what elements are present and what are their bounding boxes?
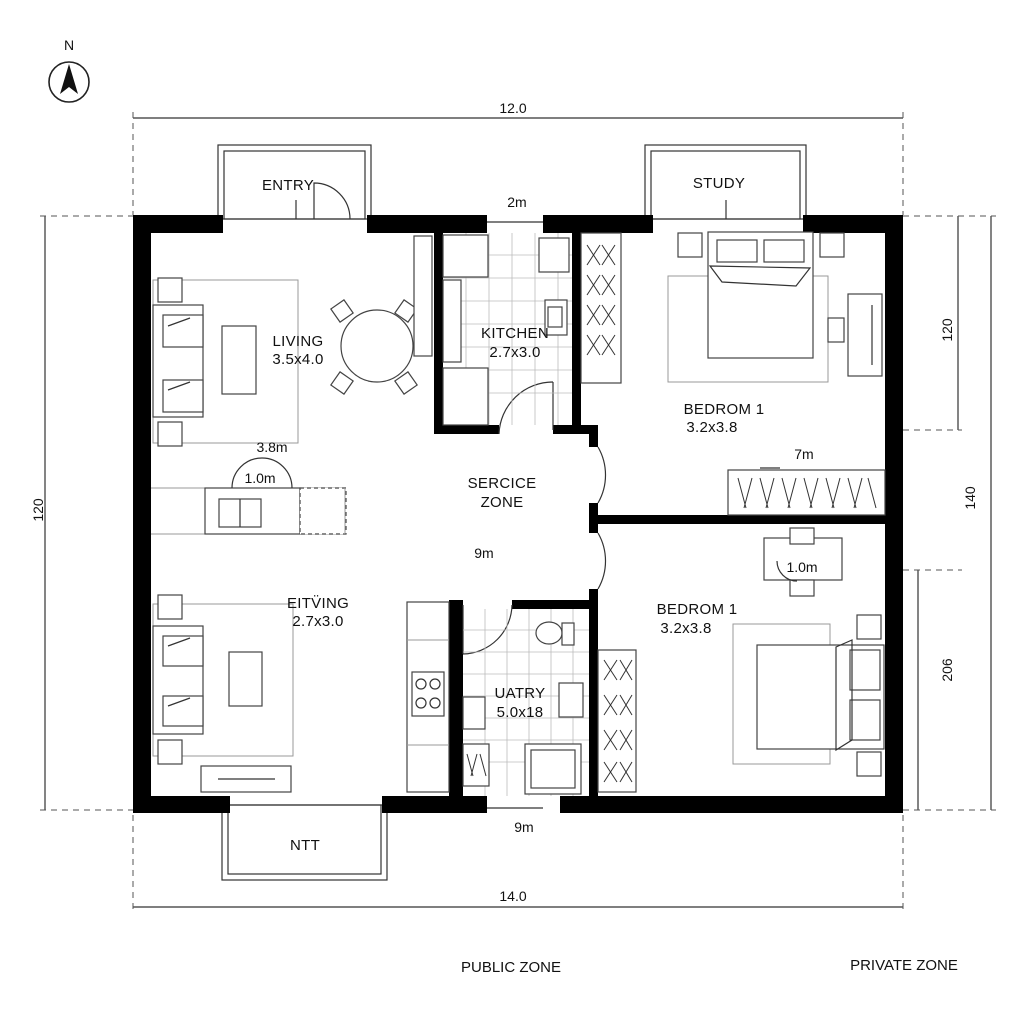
dim-door-living: 1.0m <box>244 470 275 486</box>
interior-walls <box>434 230 889 801</box>
dim-right-upper: 120 <box>939 318 955 342</box>
room-name-utility: UATRY <box>495 685 546 702</box>
north-arrow-icon <box>48 61 90 103</box>
dim-left: 120 <box>30 498 46 522</box>
dim-top-kitchen: 2m <box>507 194 526 210</box>
room-name-entry: ENTRY <box>262 177 314 194</box>
room-name-bedroom-top: BEDROM 1 <box>684 401 765 418</box>
living-furniture <box>152 235 433 447</box>
room-size-bedroom-top: 3.2x3.8 <box>686 419 737 436</box>
zone-public-label: PUBLIC ZONE <box>461 959 561 976</box>
exterior-walls <box>133 215 903 813</box>
sitting-furniture <box>152 594 294 793</box>
room-name-living: LIVING <box>273 333 324 350</box>
dim-bottom-mid: 9m <box>514 819 533 835</box>
zone-private-label: PRIVATE ZONE <box>850 957 958 974</box>
study-bay <box>644 144 807 220</box>
room-name-sitting: EITV̈ING <box>287 595 349 612</box>
dimension-lines <box>40 112 996 912</box>
room-size-living: 3.5x4.0 <box>272 351 323 368</box>
dim-bedroom-wardrobe: 7m <box>794 446 813 462</box>
dim-service: 9m <box>474 545 493 561</box>
room-name-kitchen: KITCHEN <box>481 325 549 342</box>
room-name-service: SERCICE <box>468 475 537 492</box>
room-size-bedroom-bottom: 3.2x3.8 <box>660 620 711 637</box>
dim-right-lower: 206 <box>939 658 955 682</box>
room-name-bedroom-bottom: BEDROM 1 <box>657 601 738 618</box>
dim-living-width: 3.8m <box>256 439 287 455</box>
room-size-utility: 5.0x18 <box>497 704 544 721</box>
room-size-kitchen: 2.7x3.0 <box>489 344 540 361</box>
entry-bay <box>217 144 372 220</box>
bedroom-top-furniture <box>580 231 886 516</box>
kitchen-fixtures <box>442 233 572 426</box>
bedroom-bottom-furniture <box>597 527 885 793</box>
room-name-service-zone: ZONE <box>481 494 524 511</box>
room-name-ntt: NTT <box>290 837 320 854</box>
dim-top-overall: 12.0 <box>499 100 526 116</box>
room-size-sitting: 2.7x3.0 <box>292 613 343 630</box>
door-swings <box>462 381 607 655</box>
room-name-study: STUDY <box>693 175 745 192</box>
dim-bedroom-desk: 1.0m <box>786 559 817 575</box>
dim-right-overall: 140 <box>962 486 978 510</box>
utility-fixtures <box>406 601 589 796</box>
dim-bottom-overall: 14.0 <box>499 888 526 904</box>
counter-band <box>151 457 347 535</box>
ntt-bay <box>221 804 388 881</box>
north-label: N <box>64 37 74 53</box>
